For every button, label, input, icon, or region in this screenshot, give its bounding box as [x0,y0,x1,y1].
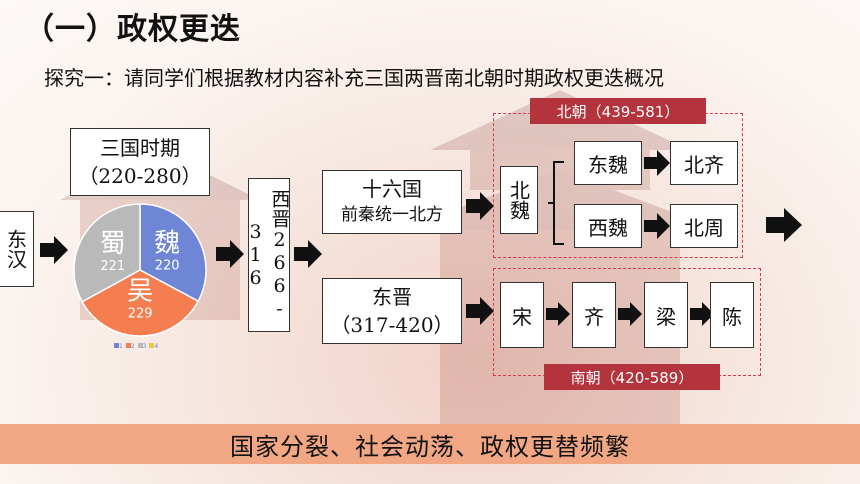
arrow-icon [618,302,642,326]
sanguo-name: 三国时期 [100,136,180,160]
nanchao-tag: 南朝（420-589） [544,364,720,390]
arrow-icon [766,208,802,242]
page-title: （一）政权更迭 [24,12,241,47]
legend-item-2: 2 [125,343,135,350]
dongjin-box: 东晋 （317-420） [322,278,462,344]
donghan-box: 东汉 [0,211,34,287]
pie-label-wu: 吴 [127,277,153,307]
arrow-icon [546,302,570,326]
bracket-line [548,161,564,245]
shiliuguo-note: 前秦统一北方 [341,205,443,225]
legend-item-3: 3 [137,343,146,350]
beichao-tag: 北朝（439-581） [530,98,706,124]
legend-item-1: 1 [114,343,123,350]
arrow-icon [690,302,714,326]
legend-item-4: 4 [149,343,158,350]
arrow-icon [216,240,244,268]
arrow-icon [294,240,322,268]
pie-value-shu: 221 [100,259,125,274]
xijin-box: 西晋266-316 [245,178,291,332]
pie-slice-shu [73,203,141,303]
nanchao-liang-box: 梁 [644,282,688,348]
sanguo-years: （220-280） [78,164,202,188]
shiliuguo-box: 十六国 前秦统一北方 [322,170,462,234]
beizhou-box: 北周 [670,204,738,248]
arrow-icon [40,236,68,264]
beiqi-box: 北齐 [670,141,738,185]
dongjin-name: 东晋 [372,285,412,309]
pie-label-shu: 蜀 [100,229,126,259]
summary-banner: 国家分裂、社会动荡、政权更替频繁 [0,424,860,464]
arrow-icon [466,192,494,220]
arrow-icon [644,213,670,239]
sanguo-box: 三国时期 （220-280） [70,128,210,196]
dongwei-box: 东魏 [574,141,642,185]
pie-value-wei: 220 [155,259,180,274]
dongjin-years: （317-420） [330,313,454,337]
pie-label-wei: 魏 [154,229,180,259]
shiliuguo-name: 十六国 [362,177,422,201]
beiwei-box: 北魏 [500,166,538,234]
pie-legend: 1 2 3 4 [114,343,158,350]
pie-slice-wei [139,203,207,303]
nanchao-chen-box: 陈 [710,282,754,348]
page-subtitle: 探究一：请同学们根据教材内容补充三国两晋南北朝时期政权更迭概况 [44,66,664,90]
arrow-icon [466,297,494,325]
nanchao-qi-box: 齐 [572,282,616,348]
nanchao-song-box: 宋 [500,282,544,348]
pie-value-wu: 229 [128,307,153,322]
xiwei-box: 西魏 [574,204,642,248]
arrow-icon [644,150,670,176]
